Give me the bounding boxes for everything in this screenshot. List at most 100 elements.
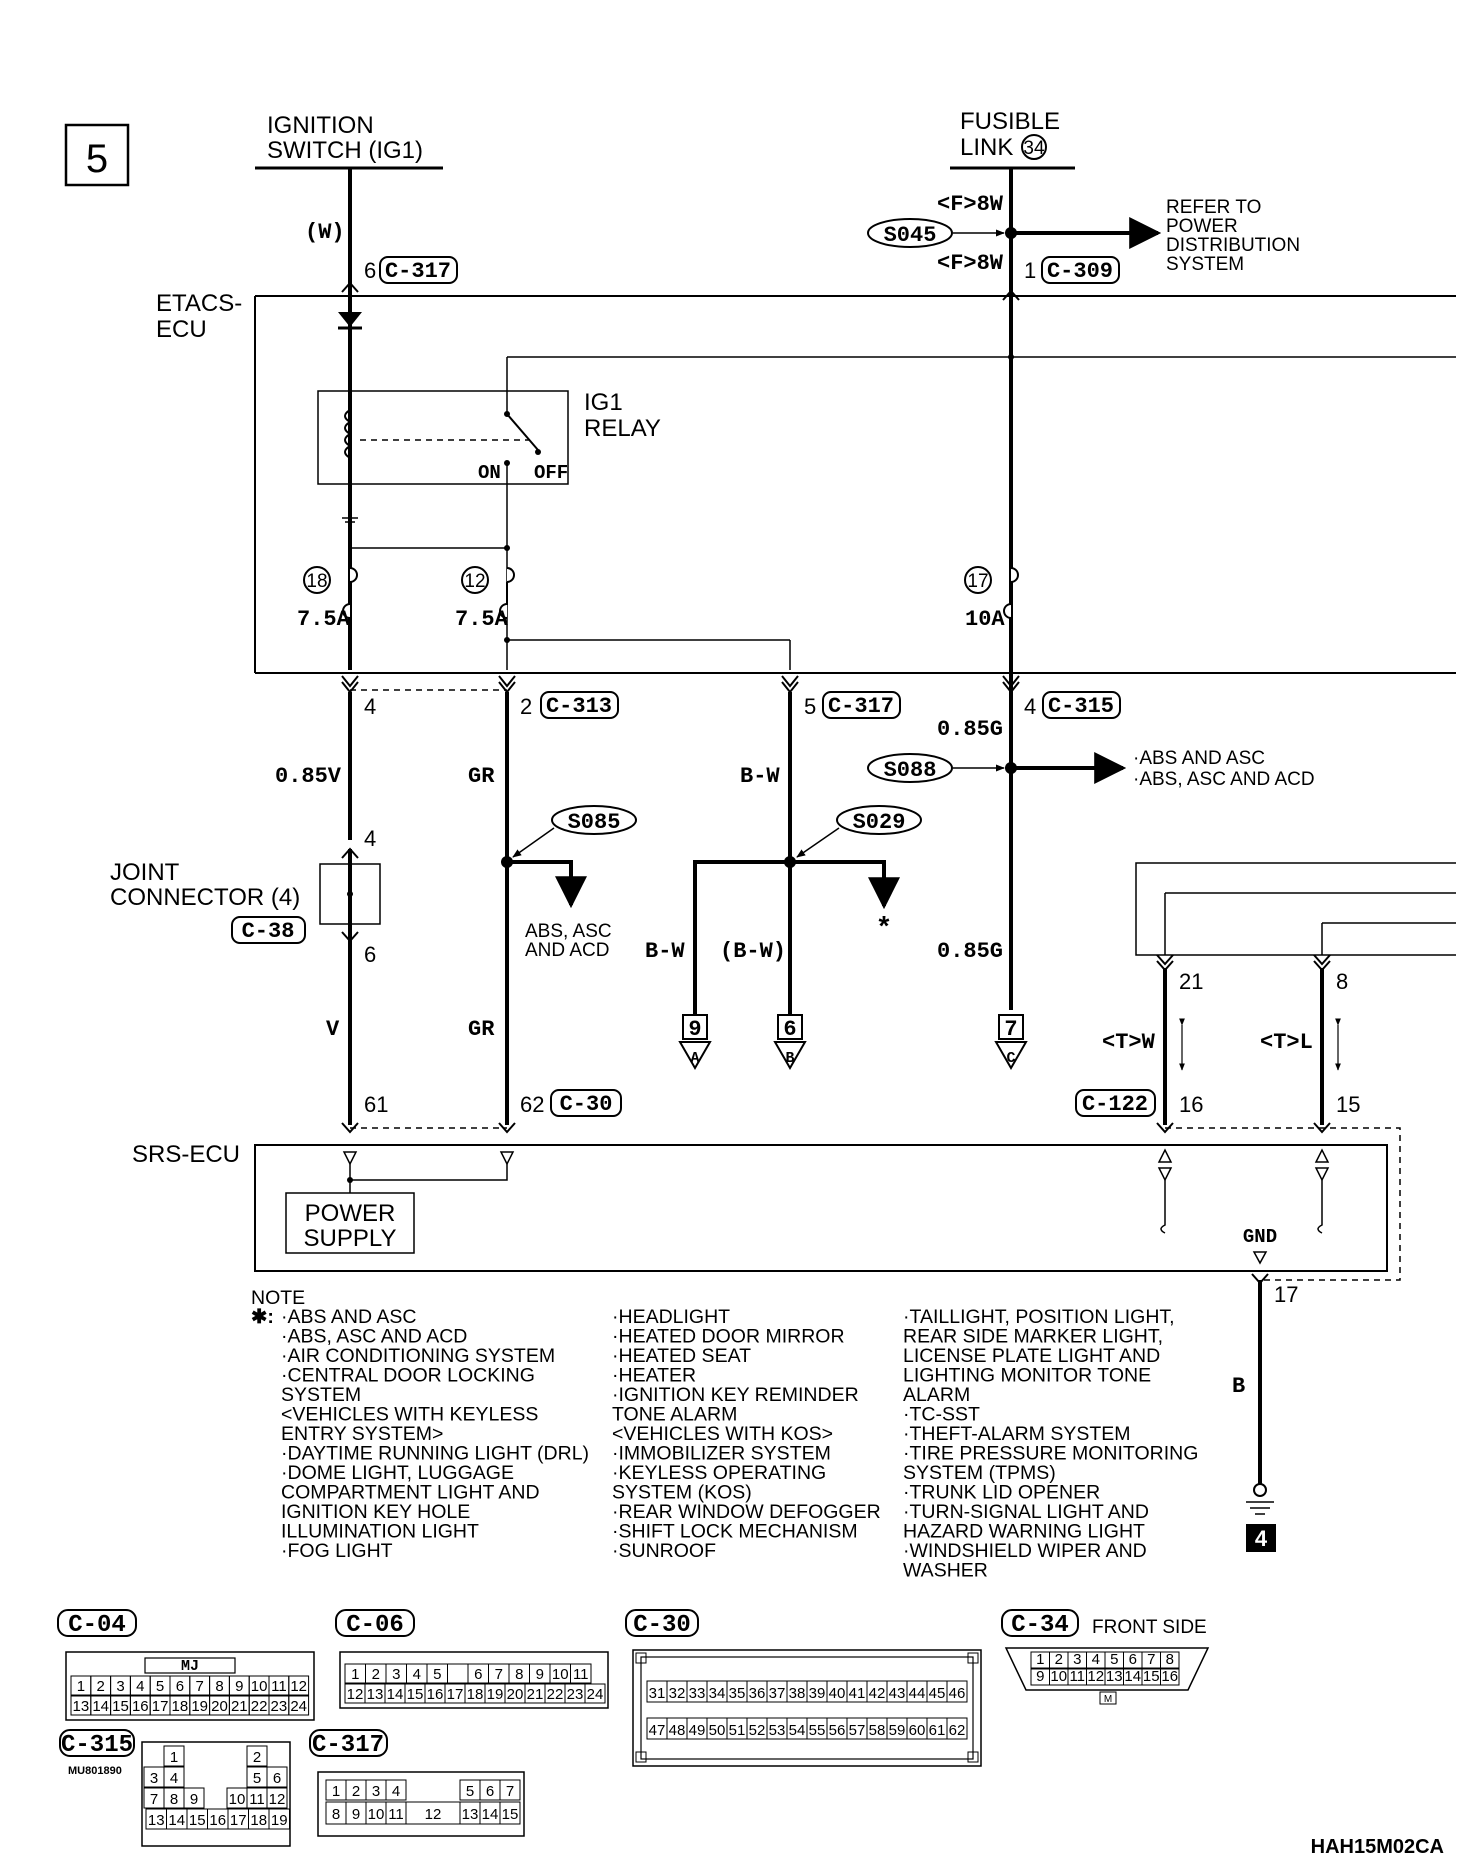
- etacs-entry-ig1: [341, 281, 359, 293]
- power-supply-feed: [349, 1164, 508, 1181]
- note-item: ·HEATED DOOR MIRROR: [612, 1326, 845, 1348]
- etacs-bus-junction: [1008, 354, 1014, 360]
- conn-c317-label: C-317: [385, 259, 451, 284]
- splice-s029-badge: [836, 805, 922, 835]
- fuse-12-number: 12: [464, 571, 485, 592]
- note-item: ·KEYLESS OPERATING: [612, 1462, 826, 1484]
- connector-pin: 5: [1110, 1651, 1118, 1668]
- diode-icon: [338, 312, 362, 327]
- offpage-c-letter: C: [1006, 1050, 1015, 1067]
- connector-pin: 12: [269, 1791, 286, 1808]
- connector-pin: 3: [392, 1666, 400, 1683]
- note-item: REAR SIDE MARKER LIGHT,: [903, 1326, 1163, 1348]
- connector-pin: 23: [567, 1686, 584, 1703]
- refer-line-2: POWER: [1166, 216, 1238, 237]
- connector-pin: 6: [1129, 1651, 1137, 1668]
- refer-line-1: REFER TO: [1166, 197, 1261, 218]
- connector-pin: 22: [547, 1686, 564, 1703]
- pin-21-label: 21: [1179, 969, 1203, 994]
- connector-pin: 14: [92, 1698, 109, 1715]
- connector-pin: 14: [387, 1686, 404, 1703]
- page-number: 5: [86, 137, 108, 181]
- wire-085v-label: 0.85V: [275, 764, 342, 789]
- splice-s088-badge: [867, 753, 953, 783]
- splice-s085-badge: [551, 805, 637, 835]
- connector-pin: 4: [136, 1678, 144, 1695]
- connector-pin: 31: [649, 1685, 666, 1702]
- pin-1-label: 1: [1024, 258, 1036, 283]
- connector-pin: 53: [769, 1722, 786, 1739]
- s085-pointer: [512, 827, 555, 858]
- connector-pin: 11: [1069, 1668, 1085, 1685]
- connector-pin: 14: [482, 1806, 499, 1823]
- connector-pin: 19: [487, 1686, 504, 1703]
- f8w-top-label: <F>8W: [937, 192, 1004, 217]
- abs-label-2: ·ABS, ASC AND ACD: [1133, 769, 1315, 790]
- note-item: ·CENTRAL DOOR LOCKING: [281, 1365, 535, 1387]
- connector-c317-id: C-317: [312, 1732, 384, 1759]
- connector-pin: 57: [849, 1722, 866, 1739]
- connector-pin: 11: [271, 1678, 287, 1695]
- note-item: HAZARD WARNING LIGHT: [903, 1521, 1145, 1543]
- connector-pin: 9: [235, 1678, 243, 1695]
- conn-c38-badge: [231, 916, 306, 944]
- conn-c38-label: C-38: [242, 919, 295, 944]
- ignition-label-1: IGNITION: [267, 112, 374, 139]
- connector-pin: 12: [347, 1686, 364, 1703]
- connector-pin: 15: [189, 1812, 206, 1829]
- relay-on-label: ON: [478, 462, 501, 484]
- fuse-18-rating: 7.5A: [297, 607, 351, 632]
- srs-entry-16: [1156, 1122, 1174, 1134]
- etacs-exit-4b: [1002, 675, 1020, 694]
- conn-c313-label: C-313: [546, 694, 612, 719]
- srs-entry-15: [1313, 1122, 1331, 1134]
- note-item: ·HEATED SEAT: [612, 1345, 751, 1367]
- note-item: ·ABS AND ASC: [281, 1306, 416, 1328]
- connector-pin: 21: [527, 1686, 544, 1703]
- pin-5-label: 5: [804, 694, 816, 719]
- note-item: ·THEFT-ALARM SYSTEM: [903, 1423, 1131, 1445]
- connector-pin: 42: [869, 1685, 886, 1702]
- connector-c34-tag: M: [1104, 1694, 1112, 1705]
- note-item: ALARM: [903, 1384, 970, 1406]
- connector-pin: 15: [502, 1806, 519, 1823]
- fuse-18-number: 18: [306, 571, 327, 592]
- gnd-pin-mark: [1252, 1251, 1268, 1265]
- relay-contact-off: [535, 449, 541, 455]
- conn-c315-label: C-315: [1048, 694, 1114, 719]
- connector-pin: 10: [368, 1806, 385, 1823]
- connector-pin: 21: [231, 1698, 248, 1715]
- connector-pin: 9: [1036, 1668, 1044, 1685]
- connector-pin: 3: [116, 1678, 124, 1695]
- connector-pin: 35: [729, 1685, 746, 1702]
- note-item: ·DAYTIME RUNNING LIGHT (DRL): [281, 1443, 589, 1465]
- connector-pin: 8: [332, 1806, 340, 1823]
- connector-pin: 14: [1124, 1668, 1141, 1685]
- connector-pin: 3: [1073, 1651, 1081, 1668]
- connector-pin: 44: [909, 1685, 926, 1702]
- note-item: ·AIR CONDITIONING SYSTEM: [281, 1345, 555, 1367]
- wire-gr-label-1: GR: [468, 764, 495, 789]
- splice-s029-label: S029: [853, 810, 906, 835]
- refer-line-4: SYSTEM: [1166, 254, 1244, 275]
- note-column-1: ·ABS AND ASC·ABS, ASC AND ACD·AIR CONDIT…: [281, 1306, 589, 1562]
- conn-c317b-badge: [822, 691, 901, 719]
- offpage-a: 9 A: [678, 1014, 712, 1071]
- fusible-number-circle: [1021, 134, 1047, 160]
- fuse-18: 18 7.5A: [297, 566, 358, 632]
- connector-pin: 8: [170, 1791, 178, 1808]
- connector-pin: 36: [749, 1685, 766, 1702]
- note-item: SYSTEM: [281, 1384, 361, 1406]
- srs-pin-61-mark: [342, 1151, 358, 1166]
- note-item: ·TAILLIGHT, POSITION LIGHT,: [903, 1306, 1175, 1328]
- note-item: ·SUNROOF: [612, 1540, 716, 1562]
- wire-to-abs-acd: [507, 860, 587, 909]
- connector-pin: 10: [1050, 1668, 1067, 1685]
- connector-pin: 8: [1166, 1651, 1174, 1668]
- etacs-label-1: ETACS-: [156, 290, 242, 317]
- fuse-12: 12 7.5A: [455, 566, 515, 632]
- conn-c317b-label: C-317: [828, 694, 894, 719]
- connector-pin: 5: [433, 1666, 441, 1683]
